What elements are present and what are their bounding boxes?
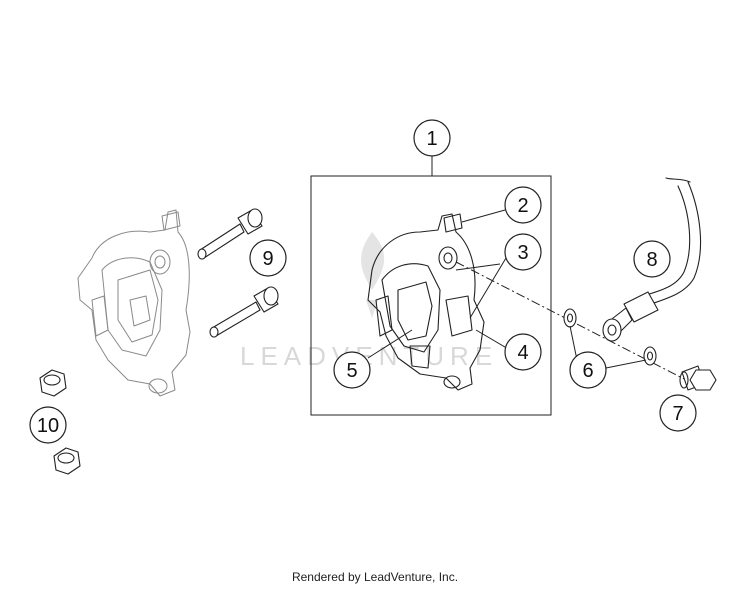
caliper-left-ghost <box>77 209 191 397</box>
watermark-flame-icon <box>361 232 385 318</box>
callout-1: 1 <box>413 119 451 157</box>
callout-7-label: 7 <box>672 403 683 425</box>
nut-lower <box>53 447 81 475</box>
callout-2-label: 2 <box>517 195 528 217</box>
callout-10: 10 <box>29 406 67 444</box>
watermark: LEADVENTURE <box>240 232 492 371</box>
callout-4: 4 <box>504 333 542 371</box>
callout-3: 3 <box>504 233 542 271</box>
bolt-upper <box>197 208 263 260</box>
caliper-main <box>367 213 485 391</box>
callout-5-label: 5 <box>346 360 357 382</box>
banjo-bolt <box>679 365 717 391</box>
callout-8-label: 8 <box>646 249 657 271</box>
nut-upper <box>39 369 67 397</box>
callout-2: 2 <box>504 186 542 224</box>
callout-9: 9 <box>249 239 287 277</box>
washer-lower <box>643 346 657 366</box>
callout-1-label: 1 <box>426 128 437 150</box>
callout-8: 8 <box>633 240 671 278</box>
brake-hose <box>602 177 702 342</box>
bolt-lower <box>209 286 279 338</box>
footer-credit: Rendered by LeadVenture, Inc. <box>291 570 459 584</box>
callout-5: 5 <box>333 351 371 389</box>
callout-6: 6 <box>569 351 607 389</box>
washer-upper <box>563 308 577 328</box>
callout-9-label: 9 <box>262 248 273 270</box>
callout-6-label: 6 <box>582 360 593 382</box>
callout-4-label: 4 <box>517 342 528 364</box>
callout-3-label: 3 <box>517 242 528 264</box>
callout-7: 7 <box>659 394 697 432</box>
leader-lines <box>367 156 647 369</box>
callout-10-label: 10 <box>37 415 59 437</box>
caliper-kit-frame <box>310 175 552 416</box>
